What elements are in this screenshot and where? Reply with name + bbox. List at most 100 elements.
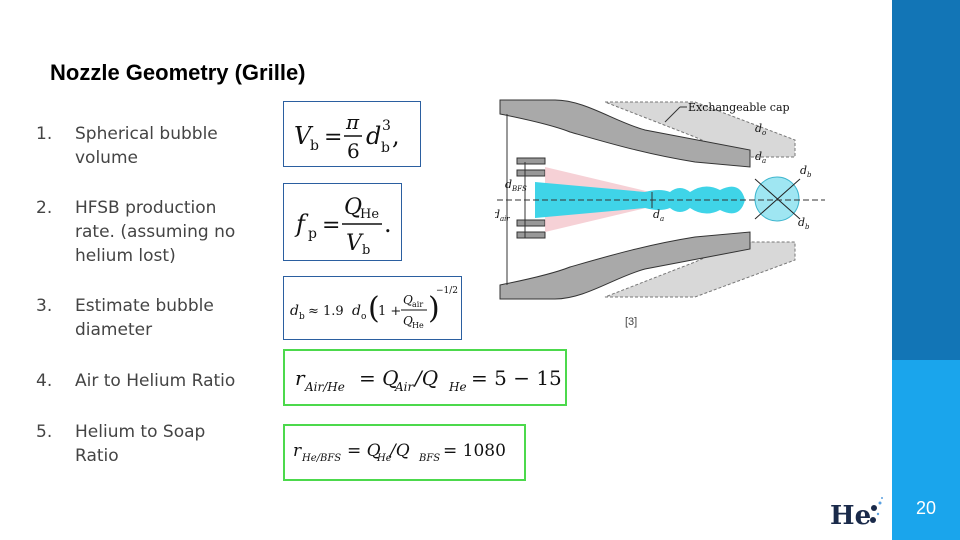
svg-text:BFS: BFS — [511, 185, 527, 193]
list-item-line: volume — [75, 148, 138, 168]
sidebar-accent-top — [892, 0, 960, 360]
eq-superscript: 3 — [382, 118, 391, 134]
eq-subscript: Air/He — [304, 380, 345, 394]
eq-term: = 1080 — [443, 441, 506, 461]
eq-operator: ≈ 1.9 — [308, 304, 344, 319]
svg-text:a: a — [762, 157, 766, 165]
eq-subscript: p — [308, 226, 317, 242]
eq-symbol: f — [294, 210, 309, 238]
sidebar-accent-bottom — [892, 360, 960, 540]
logo-text: He — [830, 501, 871, 530]
label-da: d — [755, 150, 762, 163]
eq-punctuation: . — [384, 210, 392, 238]
list-item-line: Spherical bubble — [75, 124, 218, 144]
eq-numerator: Q — [344, 195, 362, 220]
eq-subscript: He — [448, 380, 467, 394]
label-da-mid: d — [653, 208, 660, 221]
svg-text:o: o — [762, 129, 766, 137]
eq-paren: ) — [428, 291, 440, 326]
label-dbfs: d — [505, 178, 512, 191]
eq-subscript: o — [361, 312, 366, 322]
list-item-text: Helium to Soap Ratio — [75, 420, 275, 468]
cap-label: Exchangeable cap — [688, 101, 790, 114]
eq-punctuation: , — [392, 122, 400, 150]
equation-bubble-diameter: d b ≈ 1.9 d o ( 1 + Q air Q He ) −1/2 — [283, 276, 462, 340]
equation-bubble-volume: V b = π 6 d 3 b , — [283, 101, 421, 167]
nozzle-diagram: Exchangeable cap d o d a d b d b d BFS d… — [495, 99, 825, 300]
eq-subscript: He — [376, 453, 392, 464]
eq-symbol: d — [366, 122, 381, 150]
eq-subscript: air — [412, 300, 423, 309]
bubble-diameter-line — [754, 178, 801, 220]
eq-term: = 5 − 15 — [471, 366, 562, 390]
eq-paren: ( — [368, 291, 380, 326]
page-number: 20 — [915, 498, 937, 518]
eq-symbol: V — [294, 122, 314, 150]
eq-subscript: BFS — [418, 453, 440, 464]
eq-symbol: r — [295, 366, 306, 390]
nozzle-body-bottom — [499, 231, 751, 300]
eq-denominator: Q — [403, 314, 413, 328]
list-item-number: 4. — [36, 371, 53, 391]
inner-tube — [516, 169, 546, 177]
eq-subscript: b — [362, 243, 370, 258]
list-item-line: Ratio — [75, 446, 119, 466]
list-item-line: Estimate bubble — [75, 296, 214, 316]
eq-term: /Q — [413, 366, 438, 390]
list-item-number: 1. — [36, 124, 53, 144]
list-item-text: Spherical bubble volume — [75, 122, 275, 170]
eq-exponent: −1/2 — [436, 286, 458, 296]
label-do-prime: d — [755, 122, 762, 135]
cap-leader — [664, 106, 681, 123]
eq-subscript: Air — [394, 380, 415, 394]
cap-outline-bottom — [604, 241, 796, 298]
eq-symbol: r — [293, 441, 302, 461]
eq-subscript: b — [299, 312, 305, 322]
eq-subscript: He — [412, 321, 424, 330]
eq-operator: = — [322, 213, 340, 238]
svg-text:b: b — [805, 223, 810, 231]
inner-tube — [516, 219, 546, 227]
nozzle-body-top — [499, 99, 751, 168]
list-item-number: 3. — [36, 296, 53, 316]
list-item-line: helium lost) — [75, 246, 176, 266]
list-item-text: Estimate bubble diameter — [75, 294, 275, 342]
cap-outline-top — [604, 101, 796, 158]
list-item-number: 5. — [36, 422, 53, 442]
eq-operator: 1 + — [378, 304, 401, 319]
citation: [3] — [625, 316, 638, 328]
svg-text:a: a — [660, 215, 664, 223]
svg-text:air: air — [500, 215, 510, 223]
equation-helium-soap-ratio: r He/BFS = Q He /Q BFS = 1080 — [283, 424, 526, 481]
equation-production-rate: f p = Q He V b . — [283, 183, 402, 261]
eq-term: = Q — [359, 366, 399, 390]
list-item-line: diameter — [75, 320, 153, 340]
eq-term: = Q — [347, 441, 381, 461]
list-item-line: Helium to Soap — [75, 422, 206, 442]
list-item-line: Air to Helium Ratio — [75, 371, 236, 391]
eq-symbol: d — [290, 303, 299, 319]
eq-subscript: He/BFS — [301, 453, 341, 464]
eq-term: /Q — [388, 441, 410, 461]
list-item-text: Air to Helium Ratio — [75, 369, 275, 393]
inner-tube — [516, 157, 546, 165]
list-item-line: rate. (assuming no — [75, 222, 236, 242]
eq-symbol: d — [352, 303, 361, 319]
inner-tube — [516, 231, 546, 239]
list-item-line: HFSB production — [75, 198, 217, 218]
eq-subscript: He — [360, 207, 379, 222]
eq-subscript: b — [310, 138, 319, 154]
logo: He — [830, 497, 883, 530]
eq-denominator: 6 — [347, 139, 360, 163]
eq-denominator: V — [346, 231, 364, 256]
equation-air-helium-ratio: r Air/He = Q Air /Q He = 5 − 15 — [283, 349, 567, 406]
slide-title: Nozzle Geometry (Grille) — [50, 60, 306, 85]
eq-numerator: π — [345, 110, 360, 134]
eq-subscript: b — [381, 140, 390, 156]
eq-numerator: Q — [403, 293, 413, 307]
eq-operator: = — [324, 125, 342, 150]
label-db: d — [800, 164, 807, 177]
label-db-prime: d — [798, 216, 805, 229]
svg-text:b: b — [807, 171, 812, 179]
